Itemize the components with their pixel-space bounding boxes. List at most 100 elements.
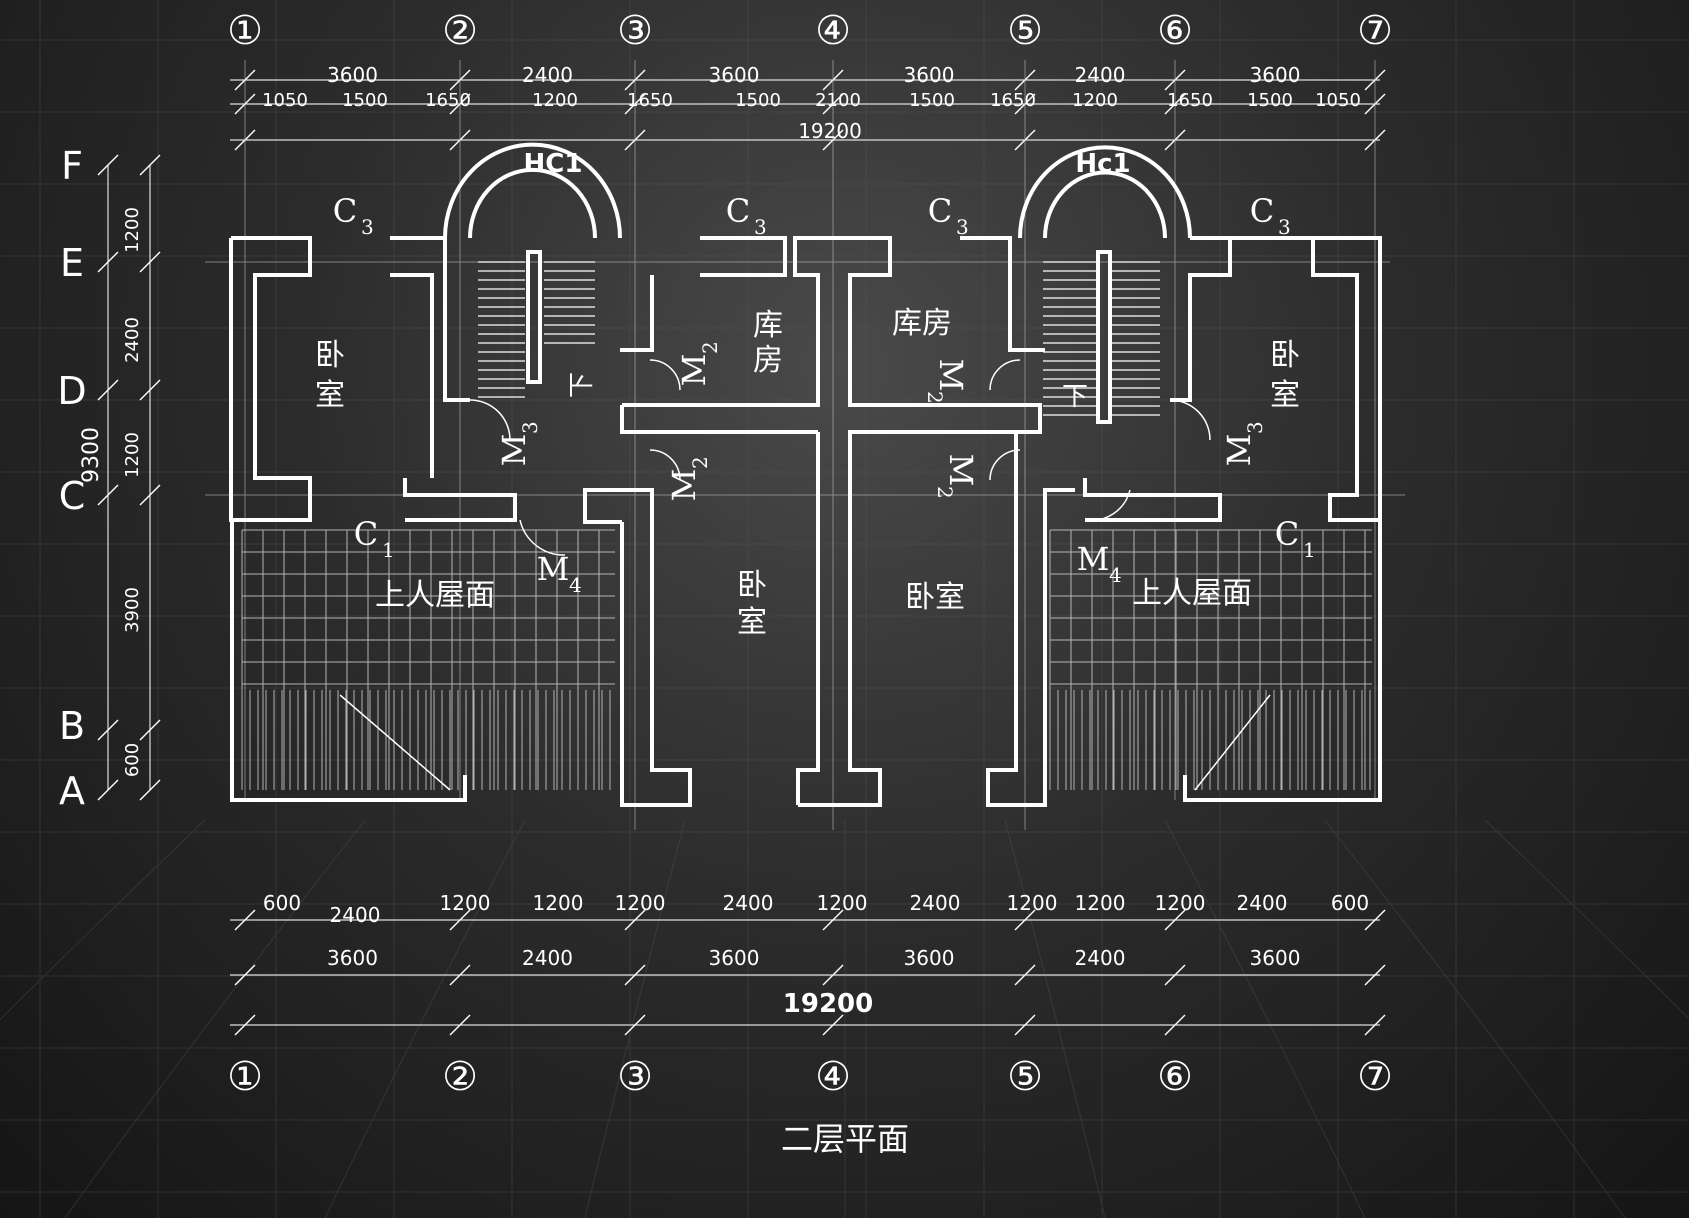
dim-top1-3: 3600: [904, 63, 955, 87]
room-roof-right: 上人屋面: [1132, 576, 1252, 611]
axis-col-bottom-2: ②: [442, 1054, 478, 1100]
bottom-total-dimension: 19200: [783, 989, 873, 1019]
window-c3-1-letter: C: [726, 192, 750, 230]
dim-top2-8: 1650: [990, 90, 1036, 111]
room-bedroom-right-top-1: 卧: [1270, 338, 1300, 373]
door-m4-1-sub: 4: [1109, 563, 1122, 587]
dim-top1-0: 3600: [327, 63, 378, 87]
label-hc1-right: Hc1: [1075, 149, 1130, 179]
door-m4-0-sub: 4: [569, 573, 582, 597]
axis-col-bottom-4: ④: [815, 1054, 851, 1100]
dim-top2-6: 2100: [815, 90, 861, 111]
dim-top2-10: 1650: [1167, 90, 1213, 111]
dim-top2-5: 1500: [735, 90, 781, 111]
axis-col-top-4: ④: [815, 8, 851, 54]
room-storage-left-1: 库: [753, 308, 783, 343]
axis-col-top-5: ⑤: [1007, 8, 1043, 54]
door-m2-1-letter: M: [665, 469, 703, 502]
door-m2-2-letter: M: [932, 359, 970, 392]
window-c3-3-sub: 3: [1278, 215, 1291, 239]
window-c3-2-letter: C: [928, 192, 952, 230]
door-m2-0: M2: [675, 341, 722, 386]
room-bedroom-left-top-1: 卧: [315, 338, 345, 373]
dim-bottom2-4: 2400: [1075, 946, 1126, 970]
axis-row-A: A: [59, 769, 85, 813]
door-m3-1-sub: 3: [1243, 421, 1267, 434]
window-c1-0-sub: 1: [382, 538, 395, 562]
door-m2-2: M2: [923, 359, 970, 404]
dim-top2-12: 1050: [1315, 90, 1361, 111]
window-c3-2-sub: 3: [956, 215, 969, 239]
dim-bottom1-11: 2400: [1237, 891, 1288, 915]
dim-top2-3: 1200: [532, 90, 578, 111]
window-c1-1-letter: C: [1275, 515, 1299, 553]
door-m2-1-sub: 2: [688, 456, 712, 469]
drawing-caption: 二层平面: [781, 1120, 909, 1158]
room-storage-right: 库房: [892, 306, 952, 341]
stair-down-left: 下: [567, 372, 597, 398]
roof-terrace-left-grid: [241, 529, 615, 790]
window-c1-1-sub: 1: [1303, 538, 1316, 562]
door-m3-0-sub: 3: [518, 421, 542, 434]
room-bedroom-center-right: 卧室: [905, 580, 965, 615]
dim-bottom2-0: 3600: [327, 946, 378, 970]
dim-left-0: 1200: [122, 207, 143, 253]
door-m3-1: M3: [1220, 421, 1267, 466]
axis-row-E: E: [60, 241, 84, 285]
axis-col-top-2: ②: [442, 8, 478, 54]
door-m2-2-sub: 2: [923, 391, 947, 404]
window-c3-1-sub: 3: [754, 215, 767, 239]
dim-top2-11: 1500: [1247, 90, 1293, 111]
axis-col-top-1: ①: [227, 8, 263, 54]
room-storage-left-2: 房: [753, 343, 783, 378]
dim-bottom1-8: 1200: [1007, 891, 1058, 915]
axis-col-bottom-1: ①: [227, 1054, 263, 1100]
axis-row-F: F: [61, 144, 83, 188]
axis-col-bottom-5: ⑤: [1007, 1054, 1043, 1100]
dim-bottom2-2: 3600: [709, 946, 760, 970]
dim-top1-5: 3600: [1250, 63, 1301, 87]
room-labels: 卧 室 卧 室 库 房 库房 卧 室 卧室 上人屋面 上人屋面: [315, 306, 1300, 640]
stair-down-right: 下: [1062, 382, 1088, 412]
door-m2-3-sub: 2: [933, 486, 957, 499]
dim-bottom1-6: 1200: [817, 891, 868, 915]
axis-col-bottom-6: ⑥: [1157, 1054, 1193, 1100]
door-m4-0-letter: M: [537, 550, 570, 588]
room-bedroom-center-left-2: 室: [737, 605, 767, 640]
room-bedroom-left-top-2: 室: [315, 378, 345, 413]
door-m2-0-letter: M: [675, 354, 713, 387]
axis-col-bottom-3: ③: [617, 1054, 653, 1100]
window-c3-0-sub: 3: [361, 215, 374, 239]
door-m4-1-letter: M: [1077, 540, 1110, 578]
dimension-lines: [107, 79, 1380, 1026]
dim-top2-2: 1650: [425, 90, 471, 111]
dim-bottom1-9: 1200: [1075, 891, 1126, 915]
dim-left-4: 600: [122, 743, 143, 777]
room-roof-left: 上人屋面: [375, 578, 495, 613]
axis-row-D: D: [57, 369, 86, 413]
dim-top1-1: 2400: [522, 63, 573, 87]
dim-bottom1-10: 1200: [1155, 891, 1206, 915]
door-m2-3: M2: [933, 454, 980, 499]
dim-top2-1: 1500: [342, 90, 388, 111]
stair-treads: [478, 261, 1160, 416]
door-swings: [339, 359, 1271, 791]
label-hc1-left: HC1: [524, 149, 583, 179]
dim-bottom1-5: 2400: [723, 891, 774, 915]
dim-bottom1-12: 600: [1331, 891, 1369, 915]
door-m2-3-letter: M: [942, 454, 980, 487]
